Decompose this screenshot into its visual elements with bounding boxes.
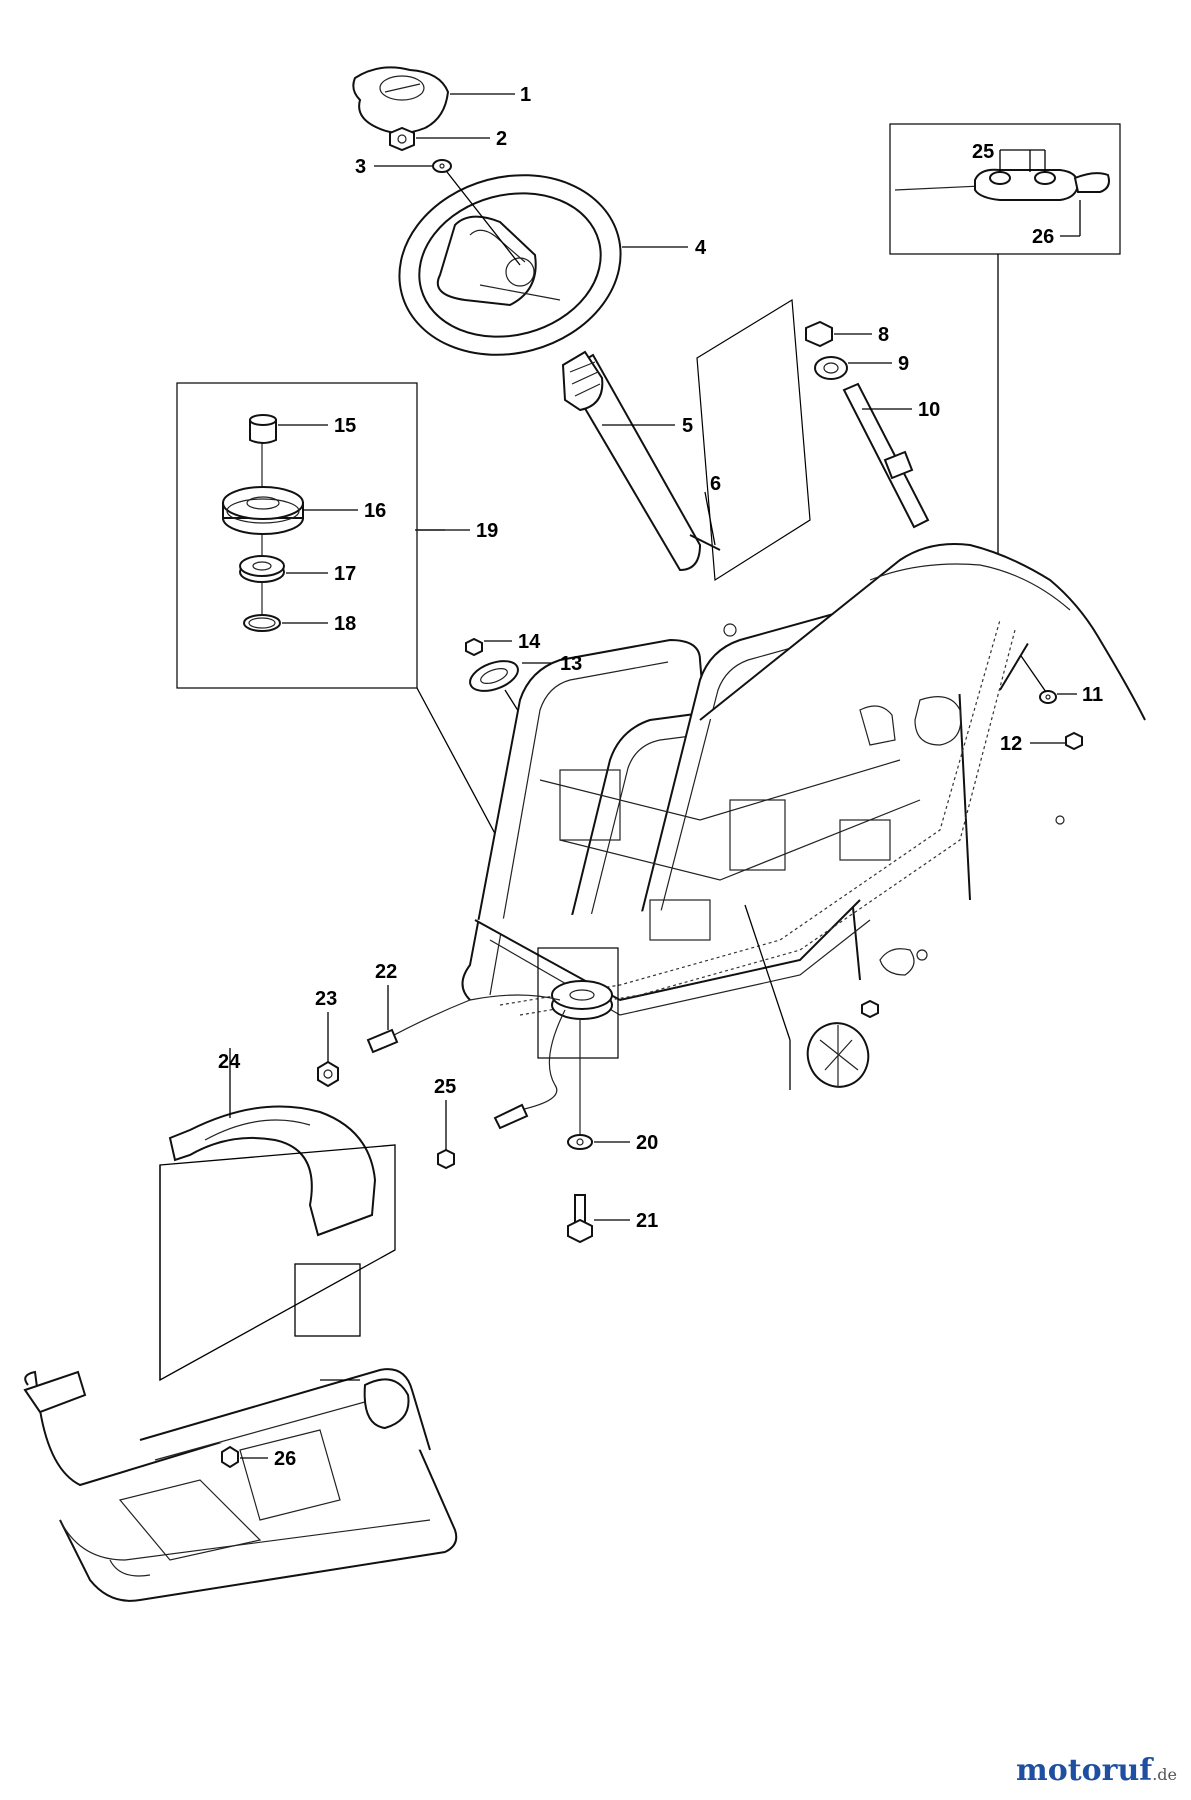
callout-25-inset: 25 xyxy=(972,141,994,163)
callout-26: 26 xyxy=(274,1448,296,1470)
bushing-15 xyxy=(249,414,277,444)
callout-24: 24 xyxy=(218,1051,241,1073)
nut-2 xyxy=(389,126,415,152)
tractor-frame xyxy=(461,543,1146,1016)
callout-21: 21 xyxy=(636,1210,658,1232)
shaft-10 xyxy=(842,382,930,529)
nut-14 xyxy=(465,637,483,657)
callout-11: 11 xyxy=(1082,684,1103,706)
callout-12: 12 xyxy=(1000,733,1022,755)
circlip-18 xyxy=(243,614,281,632)
callout-17: 17 xyxy=(334,563,356,585)
callout-9: 9 xyxy=(898,353,909,375)
callout-20: 20 xyxy=(636,1132,658,1154)
callout-3: 3 xyxy=(355,156,366,178)
steering-column xyxy=(561,350,702,572)
callout-10: 10 xyxy=(918,399,940,421)
pulley-16 xyxy=(222,486,304,535)
bracket-24 xyxy=(168,1105,377,1237)
callout-22: 22 xyxy=(375,961,397,983)
cable-22 xyxy=(366,994,566,1130)
cable-clamp-assembly xyxy=(894,168,1111,201)
bearing-17 xyxy=(239,555,285,583)
callout-1: 1 xyxy=(520,84,531,106)
watermark-brand: motoruf xyxy=(1016,1753,1153,1788)
steering-cap xyxy=(352,66,450,134)
front-bumper xyxy=(23,1263,458,1602)
inset-box-pulley-kit xyxy=(176,382,418,689)
callout-6: 6 xyxy=(710,473,721,495)
callout-26-inset: 26 xyxy=(1032,226,1054,248)
nut-12 xyxy=(1065,731,1083,751)
callout-15: 15 xyxy=(334,415,356,437)
callout-4: 4 xyxy=(695,237,707,259)
callout-8: 8 xyxy=(878,324,889,346)
callout-13: 13 xyxy=(560,653,582,675)
callout-25: 25 xyxy=(434,1076,456,1098)
steering-gear-wheel xyxy=(806,999,879,1088)
watermark-tld: .de xyxy=(1152,1765,1177,1784)
bolt-21 xyxy=(567,1194,593,1244)
nut-8 xyxy=(805,320,833,348)
washer-11 xyxy=(1039,690,1057,704)
nut-23 xyxy=(317,1060,339,1088)
motoruf-watermark: motoruf.de xyxy=(1016,1753,1177,1788)
callout-5: 5 xyxy=(682,415,693,437)
pin-6 xyxy=(689,534,721,551)
nut-26 xyxy=(221,1445,239,1469)
bolt-25 xyxy=(437,1148,455,1170)
washer-3 xyxy=(432,159,452,173)
callout-16: 16 xyxy=(364,500,386,522)
inset-box-steering-shaft xyxy=(696,298,811,582)
steering-wheel xyxy=(398,174,622,356)
callout-23: 23 xyxy=(315,988,337,1010)
pulley-13 xyxy=(469,660,519,692)
callout-14: 14 xyxy=(518,631,541,653)
callout-19: 19 xyxy=(476,520,498,542)
callout-18: 18 xyxy=(334,613,356,635)
bearing-9 xyxy=(814,356,848,380)
lower-steering-pulley xyxy=(537,947,619,1059)
washer-20 xyxy=(567,1134,593,1150)
inset-box-cable-clamp xyxy=(889,123,1121,255)
callout-2: 2 xyxy=(496,128,507,150)
